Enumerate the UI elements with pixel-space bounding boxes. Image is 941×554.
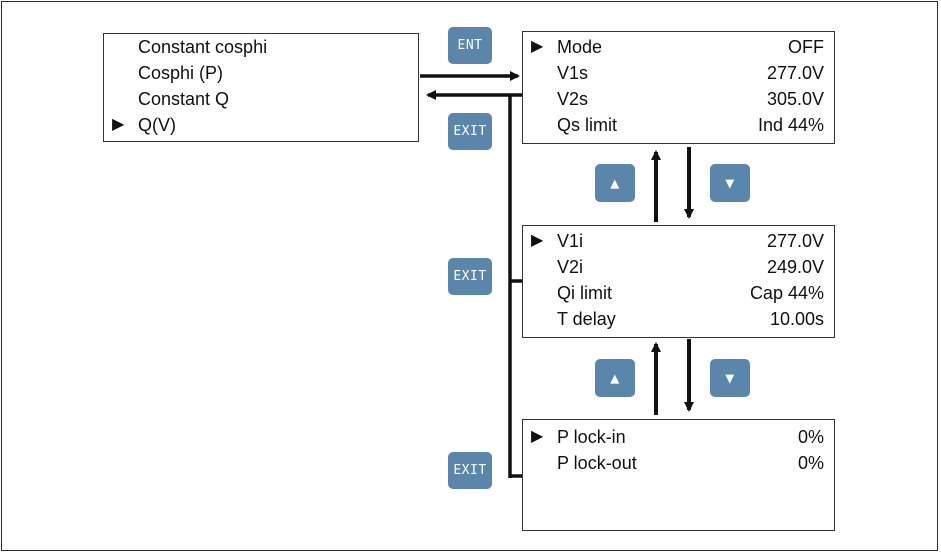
menu-item-label: Cosphi (P): [138, 63, 224, 83]
setting-value: Cap 44%: [749, 283, 824, 303]
selection-pointer-icon: ▶: [531, 428, 544, 445]
setting-value: 277.0V: [766, 231, 824, 251]
setting-value: 249.0V: [766, 257, 824, 277]
settings-screen-3: ▶ P lock-in 0% P lock-out 0%: [522, 419, 835, 531]
ent-key[interactable]: ENT: [448, 27, 492, 64]
setting-value: 0%: [797, 427, 824, 447]
settings-screen-2: ▶ V1i 277.0V V2i 249.0V Qi limit Cap 44%…: [522, 225, 835, 338]
setting-row-p-lock-out[interactable]: P lock-out 0%: [523, 450, 834, 476]
setting-label: V1s: [557, 63, 589, 83]
down-key[interactable]: ▼: [710, 359, 750, 397]
up-key[interactable]: ▲: [595, 164, 635, 202]
selection-pointer-icon: ▶: [531, 38, 544, 55]
setting-label: T delay: [557, 309, 616, 329]
setting-row-p-lock-in[interactable]: ▶ P lock-in 0%: [523, 424, 834, 450]
setting-value: 277.0V: [766, 63, 824, 83]
setting-row-v1i[interactable]: ▶ V1i 277.0V: [523, 228, 834, 254]
menu-item-constant-q[interactable]: Constant Q: [104, 86, 418, 112]
setting-label: P lock-in: [557, 427, 626, 447]
down-key[interactable]: ▼: [710, 164, 750, 202]
exit-key[interactable]: EXIT: [448, 113, 492, 150]
menu-panel: Constant cosphi Cosphi (P) Constant Q ▶ …: [103, 33, 419, 142]
setting-row-qi-limit[interactable]: Qi limit Cap 44%: [523, 280, 834, 306]
setting-label: Qs limit: [557, 115, 617, 135]
setting-row-v1s[interactable]: V1s 277.0V: [523, 60, 834, 86]
setting-label: Qi limit: [557, 283, 612, 303]
setting-value: 10.00s: [769, 309, 824, 329]
selection-pointer-icon: ▶: [531, 232, 544, 249]
setting-label: P lock-out: [557, 453, 637, 473]
setting-row-mode[interactable]: ▶ Mode OFF: [523, 34, 834, 60]
setting-row-v2s[interactable]: V2s 305.0V: [523, 86, 834, 112]
setting-row-v2i[interactable]: V2i 249.0V: [523, 254, 834, 280]
settings-screen-1: ▶ Mode OFF V1s 277.0V V2s 305.0V Qs limi…: [522, 31, 835, 144]
setting-value: 305.0V: [766, 89, 824, 109]
setting-value: Ind 44%: [757, 115, 824, 135]
menu-item-label: Constant cosphi: [138, 37, 268, 57]
setting-row-t-delay[interactable]: T delay 10.00s: [523, 306, 834, 332]
up-key[interactable]: ▲: [595, 359, 635, 397]
setting-label: Mode: [557, 37, 603, 57]
setting-label: V2s: [557, 89, 589, 109]
menu-item-constant-cosphi[interactable]: Constant cosphi: [104, 34, 418, 60]
exit-key[interactable]: EXIT: [448, 258, 492, 295]
menu-item-label: Q(V): [138, 115, 176, 135]
setting-label: V1i: [557, 231, 584, 251]
setting-label: V2i: [557, 257, 584, 277]
menu-item-cosphi-p[interactable]: Cosphi (P): [104, 60, 418, 86]
setting-value: 0%: [797, 453, 824, 473]
menu-item-label: Constant Q: [138, 89, 230, 109]
selection-pointer-icon: ▶: [112, 116, 125, 133]
setting-value: OFF: [788, 37, 824, 57]
menu-item-q-v[interactable]: ▶ Q(V): [104, 112, 418, 138]
exit-key[interactable]: EXIT: [448, 452, 492, 489]
setting-row-qs-limit[interactable]: Qs limit Ind 44%: [523, 112, 834, 138]
